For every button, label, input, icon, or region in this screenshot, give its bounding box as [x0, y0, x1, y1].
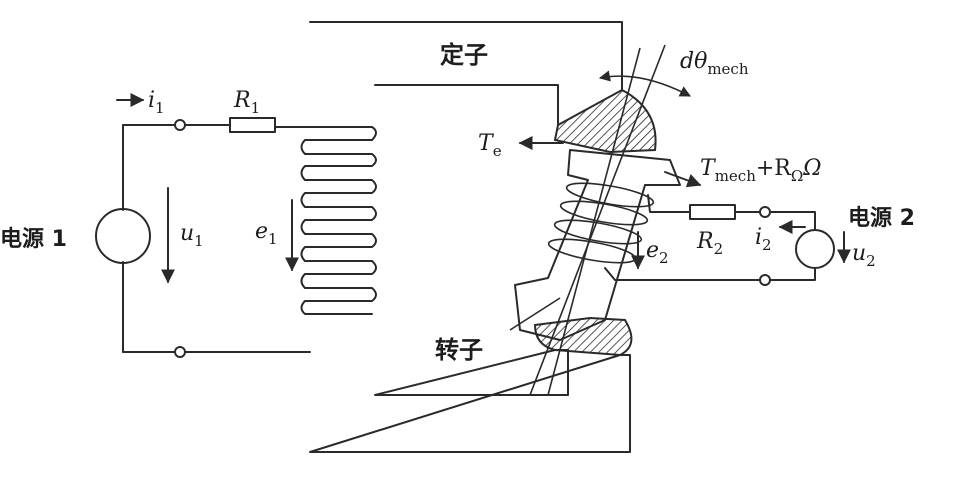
- i2-label: i2: [755, 225, 772, 254]
- rotor-axis-2: [547, 47, 641, 396]
- r2-label: R2: [696, 229, 723, 258]
- rotor-label: 转子: [435, 336, 483, 364]
- e1-label: e1: [255, 219, 278, 248]
- upper-pole-shoe: [553, 88, 657, 154]
- dtheta-arc: [598, 70, 691, 97]
- e2-label: e2: [646, 238, 669, 267]
- stator-core: [309, 21, 631, 453]
- r1-label: R1: [233, 88, 260, 117]
- stator-label: 定子: [440, 41, 488, 69]
- circuit-1-wiring: [122, 124, 311, 353]
- resistor-r1: [229, 117, 276, 133]
- te-label: Te: [478, 131, 502, 160]
- source-1-label: 电源 1: [0, 227, 67, 252]
- resistor-r2: [689, 204, 736, 220]
- terminal-2-bottom: [759, 274, 771, 286]
- dtheta-label: dθmech: [680, 49, 749, 78]
- rotor-leader-line: [509, 297, 561, 331]
- tmech-arrow: [664, 171, 702, 188]
- stator-winding: [274, 126, 377, 315]
- tmech-label: Tmech+RΩΩ: [700, 156, 822, 185]
- source-2-label: 电源 2: [848, 206, 915, 231]
- source-1-symbol: [95, 208, 151, 264]
- rotor-axis-1: [529, 44, 666, 396]
- u2-label: u2: [852, 241, 876, 270]
- rotor-body: [514, 149, 681, 341]
- circuit-2-wiring: [604, 194, 816, 281]
- terminal-2-top: [759, 206, 771, 218]
- i1-label: i1: [148, 88, 165, 117]
- source-2-symbol: [795, 229, 835, 269]
- terminal-1-top: [174, 119, 186, 131]
- u1-label: u1: [180, 221, 204, 250]
- terminal-1-bottom: [174, 346, 186, 358]
- lower-pole-shoe: [533, 316, 633, 357]
